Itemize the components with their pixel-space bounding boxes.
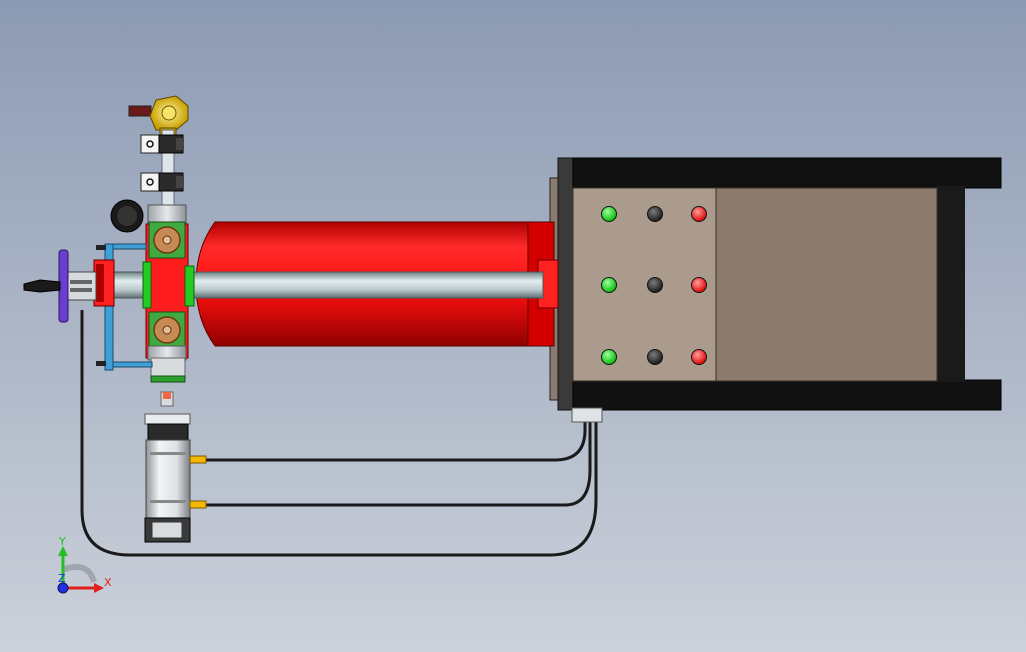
hose-upper[interactable] [205, 420, 587, 462]
handwheel-hub-slot2 [70, 288, 92, 292]
triad-z-axis [57, 582, 69, 594]
valve-manifold[interactable] [110, 95, 195, 383]
hose-lower[interactable] [80, 310, 598, 557]
brass-nut-bore [161, 105, 177, 121]
bracket-lower-arm [109, 361, 153, 368]
solenoid-lower[interactable] [140, 172, 184, 192]
bracket-upper-arm [109, 243, 147, 250]
triad-x-arrow [94, 583, 104, 593]
indicator-grid [601, 206, 707, 365]
indicator-dark-light [647, 206, 663, 222]
handwheel-handle[interactable] [23, 279, 61, 293]
gauge-knob-face [117, 206, 137, 226]
indicator-green-light [601, 206, 617, 222]
inner-cavity [715, 187, 938, 382]
handwheel-hub-slot [70, 280, 92, 284]
indicator-dark-light [647, 349, 663, 365]
motor-body-groove [150, 500, 186, 503]
orientation-triad: Y Z X [57, 535, 112, 594]
handwheel-hub [65, 271, 97, 301]
port-upper-center [162, 235, 172, 245]
rod-seal-left [142, 261, 152, 309]
frame-right-post [937, 186, 965, 382]
motor-body-groove [150, 452, 186, 455]
pressure-fitting-stem [128, 105, 152, 117]
bracket-vertical [104, 243, 114, 371]
manifold-base-rim [150, 375, 186, 383]
frame-side-plate [557, 157, 575, 411]
frame-top-rail [572, 157, 1002, 189]
triad-x-label: X [104, 576, 112, 589]
triad-y-arrow [58, 546, 68, 556]
servo-motor[interactable] [144, 391, 207, 543]
hose-fitting-upper[interactable] [189, 455, 207, 464]
triad-y-label: Y [58, 535, 66, 548]
bracket-bolt-upper [96, 245, 106, 250]
rod-seal-right [184, 265, 195, 307]
frame-bottom-rail [572, 379, 1002, 411]
motor-flange [144, 413, 191, 425]
triad-rotation-arc [60, 564, 97, 583]
rod-end-block-face [96, 264, 104, 302]
indicator-green-light [601, 277, 617, 293]
hoses [80, 310, 598, 557]
indicator-red-light [691, 349, 707, 365]
indicator-red-light [691, 277, 707, 293]
solenoid-upper[interactable] [140, 134, 184, 154]
hose-middle[interactable] [205, 420, 592, 507]
handwheel-assembly[interactable] [23, 243, 153, 371]
indicator-green-light [601, 349, 617, 365]
indicator-red-light [691, 206, 707, 222]
indicator-dark-light [647, 277, 663, 293]
motor-coupling-accent [163, 392, 171, 399]
hose-fitting-lower[interactable] [189, 500, 207, 509]
frame-housing[interactable] [549, 157, 1002, 423]
frame-bottom-port[interactable] [571, 407, 603, 423]
triad-z-label: Z [58, 572, 66, 585]
bracket-bolt-lower [96, 361, 106, 366]
port-lower-center [162, 325, 172, 335]
motor-flange-plate [147, 423, 189, 443]
motor-endcap-light [151, 521, 183, 539]
